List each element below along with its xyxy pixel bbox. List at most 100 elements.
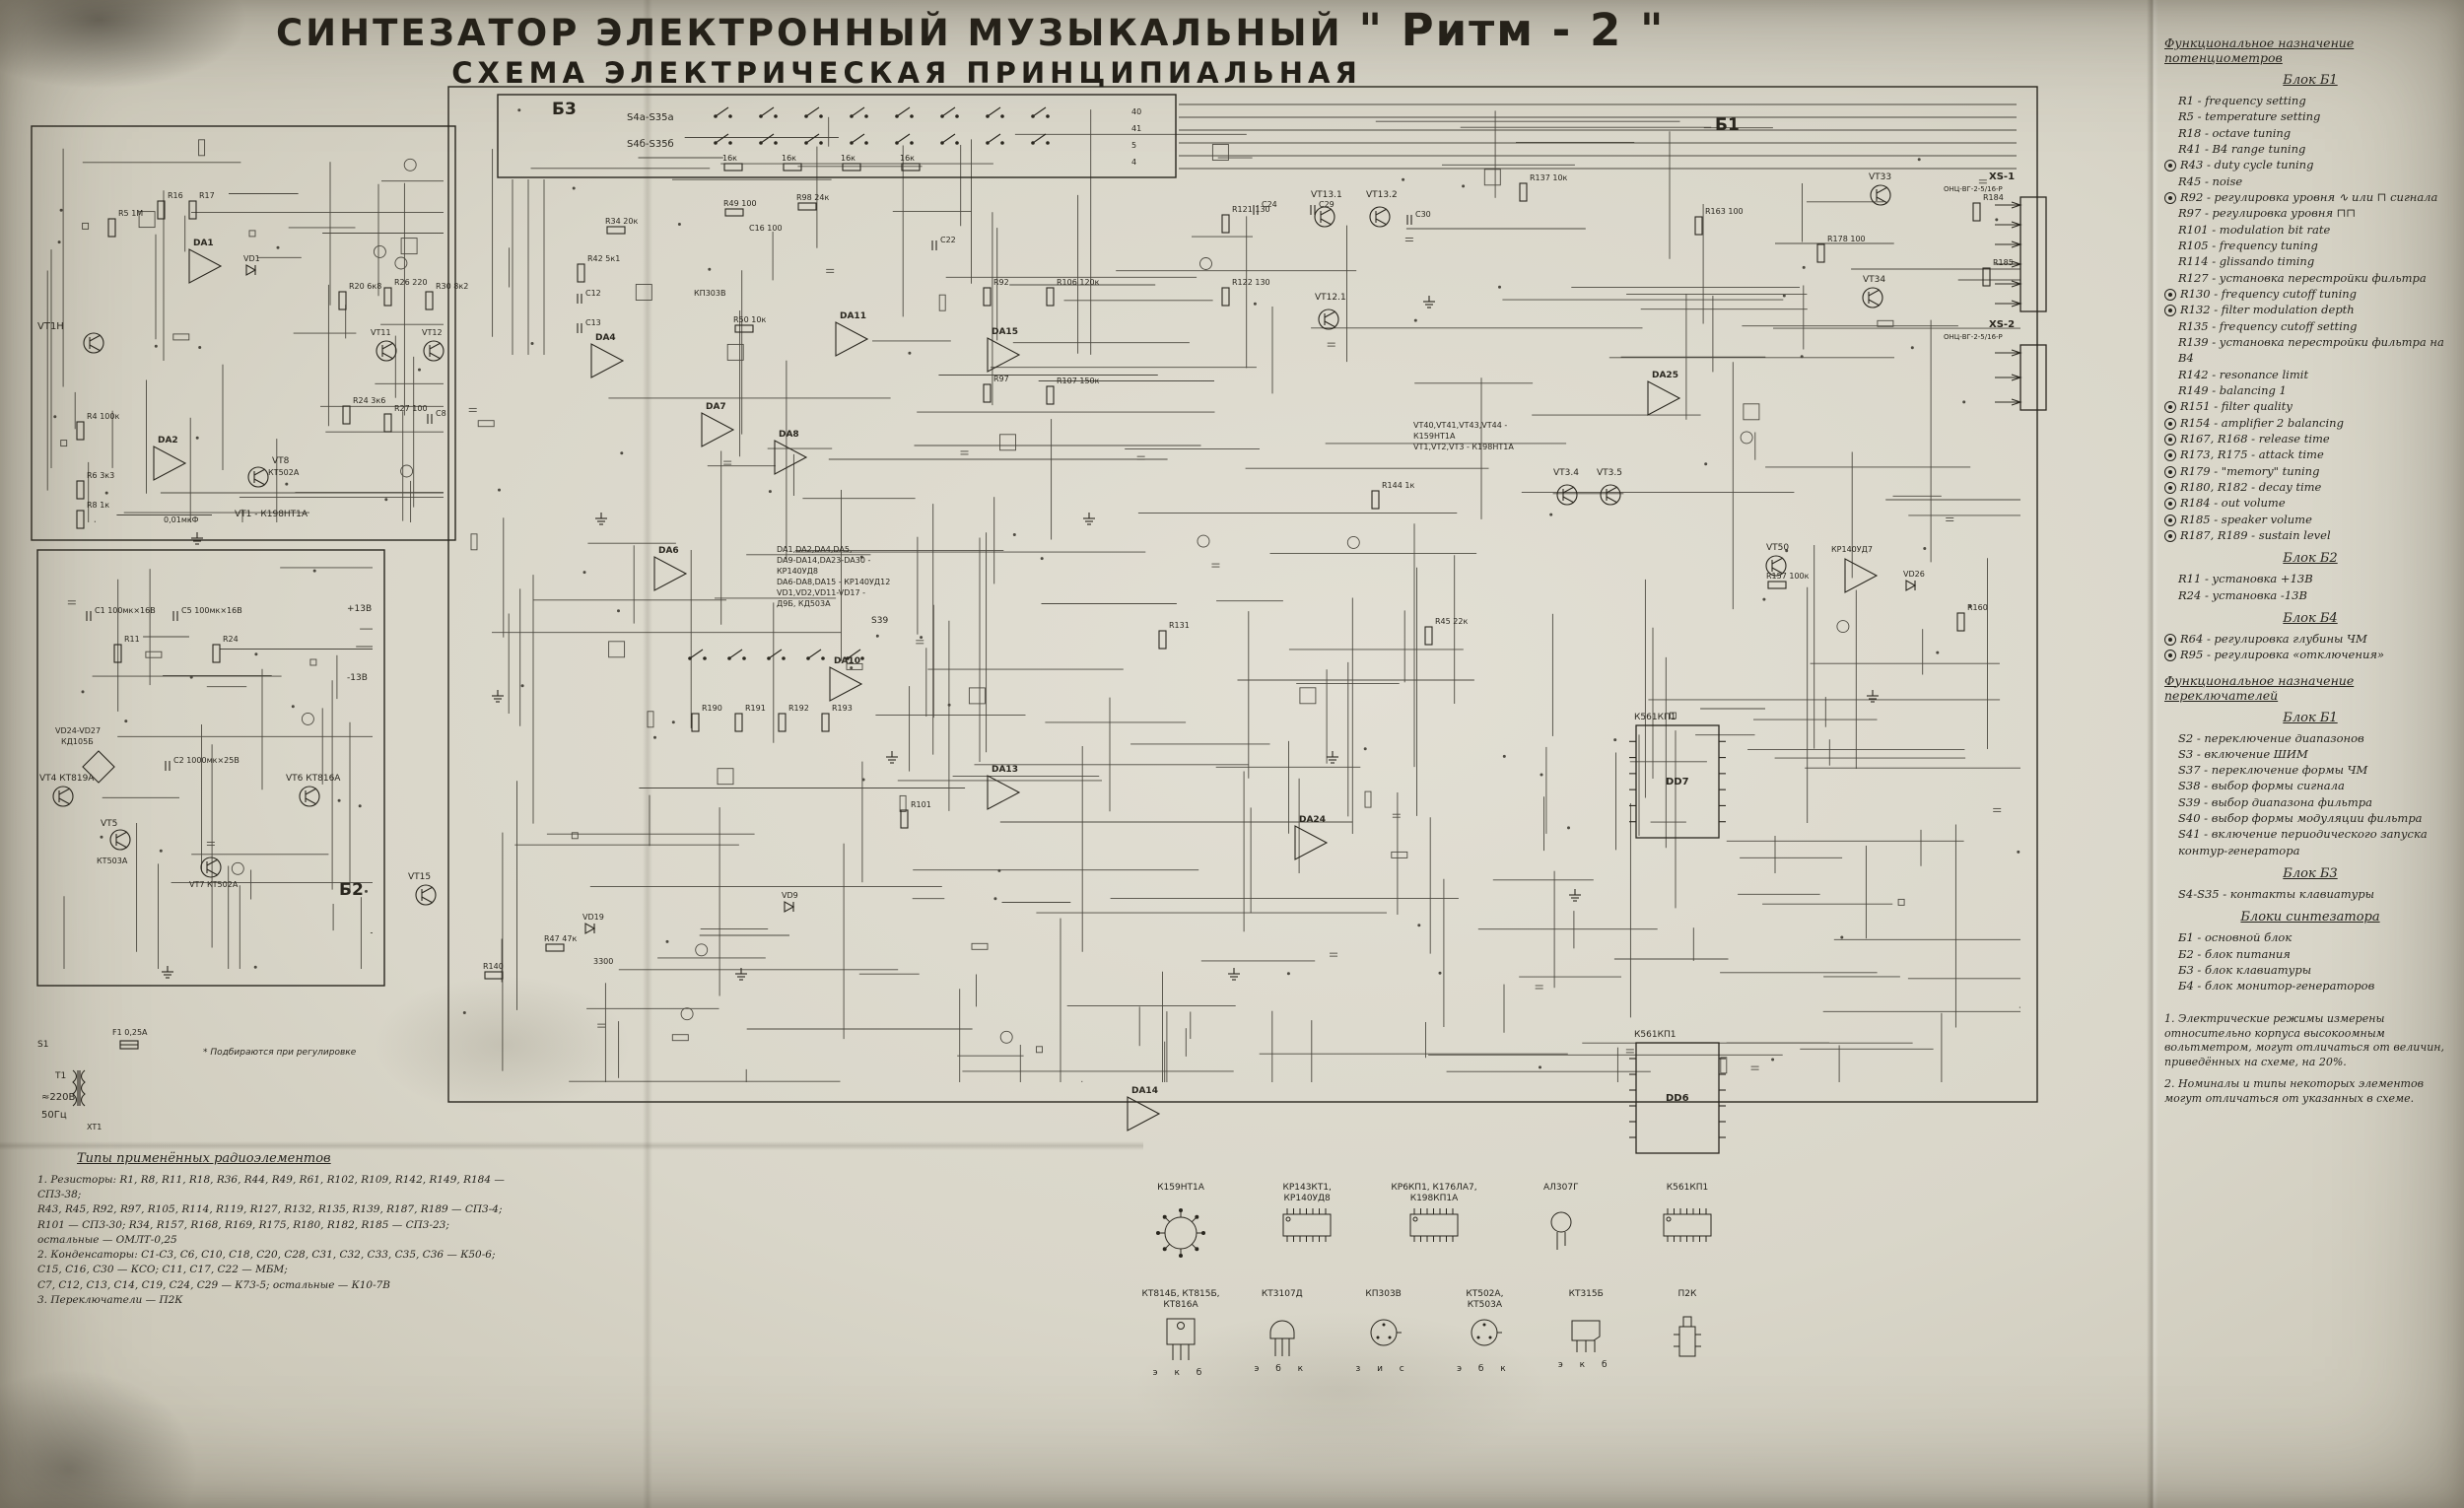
component-pinout: АЛ307Г	[1519, 1183, 1604, 1258]
component-pinout: КТ3107Д э б к	[1240, 1289, 1325, 1374]
pot-entry-text: R45 - noise	[2178, 173, 2243, 188]
pinout-drawings: К159НТ1А КР143КТ1, КР140УД8 КР6КП1, К176…	[1138, 1183, 1730, 1378]
block-b1-subheading: Блок Б1	[2283, 73, 2338, 88]
page-title: СИНТЕЗАТОР ЭЛЕКТРОННЫЙ МУЗЫКАЛЬНЫЙ " Рит…	[276, 4, 1663, 90]
pinout-package-icon	[1564, 1313, 1608, 1360]
adjust-marker-icon	[2164, 574, 2174, 583]
adjust-marker-icon	[2164, 225, 2174, 235]
svg-text:16к: 16к	[900, 154, 915, 163]
adjust-marker-icon	[2164, 321, 2174, 331]
adjust-marker-icon	[2164, 370, 2174, 379]
svg-text:R190: R190	[702, 704, 722, 713]
pinout-part-number: КТ502А, КТ503А	[1466, 1289, 1504, 1310]
footnote-text: 2. Номиналы и типы некоторых элементов м…	[2164, 1077, 2425, 1105]
pot-entry: R135 - frequency cutoff setting	[2164, 318, 2456, 334]
title-model-name: " Ритм - 2 "	[1358, 4, 1666, 56]
adjust-marker-icon	[2164, 256, 2174, 266]
pinout-package-icon	[1541, 1206, 1581, 1258]
svg-text:R98 24к: R98 24к	[796, 193, 829, 202]
svg-text:DA10: DA10	[834, 656, 860, 666]
pot-entry: R92 - регулировка уровня ∿ или ⊓ сигнала	[2164, 189, 2456, 205]
footnotes: 1. Электрические режимы измерены относит…	[2164, 1012, 2456, 1107]
svg-text:R157 100к: R157 100к	[1766, 572, 1810, 581]
component-pinout: КП303В з и с	[1341, 1289, 1426, 1374]
svg-text:VD19: VD19	[582, 913, 604, 922]
legend-line: С7, С12, С13, С14, С19, С24, С29 — К73-5…	[37, 1278, 391, 1291]
svg-text:С12: С12	[585, 289, 601, 298]
pot-entry: R154 - amplifier 2 balancing	[2164, 415, 2456, 431]
adjust-marker-icon	[2164, 176, 2174, 186]
svg-text:* Подбираются при регулировке: * Подбираются при регулировке	[203, 1048, 357, 1058]
legend-line: С15, С16, С30 — КСО; С11, С17, С22 — МБМ…	[37, 1264, 288, 1276]
svg-text:R34 20к: R34 20к	[605, 217, 638, 226]
pinout-row-1: К159НТ1А КР143КТ1, КР140УД8 КР6КП1, К176…	[1138, 1183, 1730, 1264]
svg-text:VT5: VT5	[101, 819, 117, 829]
svg-text:VT40,VT41,VT43,VT44 -: VT40,VT41,VT43,VT44 -	[1413, 421, 1507, 430]
pot-entry-text: R1 - frequency setting	[2178, 94, 2306, 107]
pinout-part-number: КР143КТ1, КР140УД8	[1282, 1183, 1332, 1203]
svg-text:R184: R184	[1983, 193, 2004, 202]
svg-text:VT11: VT11	[371, 328, 391, 337]
svg-text:S39: S39	[871, 616, 888, 626]
adjust-marker-icon	[2164, 981, 2174, 991]
switch-entry-text: S4-S35 - контакты клавиатуры	[2178, 887, 2375, 902]
svg-text:R17: R17	[199, 191, 215, 200]
svg-text:VT12: VT12	[422, 328, 443, 337]
svg-text:VT15: VT15	[408, 872, 431, 882]
blocks-subheading: Блоки синтезатора	[2240, 910, 2380, 925]
pinout-package-icon	[1362, 1313, 1405, 1364]
pot-entry: R45 - noise	[2164, 173, 2456, 189]
pinout-part-number: АЛ307Г	[1543, 1183, 1579, 1193]
svg-text:R47 47к: R47 47к	[544, 934, 577, 943]
pot-entry-text: R97 - регулировка уровня ⊓⊓	[2178, 206, 2356, 221]
svg-text:R26 220: R26 220	[394, 278, 428, 287]
adjust-marker-icon	[2164, 765, 2174, 775]
component-pinout: КТ814Б, КТ815Б, КТ816А э к б	[1138, 1289, 1223, 1378]
svg-text:16к: 16к	[782, 154, 796, 163]
block-entry-text: Б4 - блок монитор-генераторов	[2178, 979, 2375, 994]
pot-entry-text: R167, R168 - release time	[2180, 431, 2330, 446]
svg-text:VT12.1: VT12.1	[1315, 293, 1346, 303]
switch-entry-text: S41 - включение периодического запуска к…	[2178, 827, 2428, 857]
block-b1-sw-subheading: Блок Б1	[2283, 710, 2338, 725]
pot-entry-text: R130 - frequency cutoff tuning	[2180, 286, 2358, 301]
svg-text:R178 100: R178 100	[1827, 235, 1866, 243]
svg-text:VT1,VT2,VT3 - К198НТ1А: VT1,VT2,VT3 - К198НТ1А	[1413, 443, 1514, 451]
adjust-marker-icon	[2164, 514, 2176, 526]
pot-entry: R105 - frequency tuning	[2164, 238, 2456, 253]
pot-entry: R187, R189 - sustain level	[2164, 527, 2456, 543]
pots-b1-list: R1 - frequency setting R5 - temperature …	[2164, 93, 2456, 543]
pot-entry: R173, R175 - attack time	[2164, 446, 2456, 462]
svg-text:КР140УД8: КР140УД8	[777, 567, 818, 576]
svg-text:С29: С29	[1319, 200, 1335, 209]
adjust-marker-icon	[2164, 449, 2176, 462]
svg-text:VT3.5: VT3.5	[1597, 468, 1622, 478]
svg-text:DD7: DD7	[1666, 777, 1689, 788]
svg-text:5: 5	[1131, 141, 1136, 150]
switch-entry: S3 - включение ШИМ	[2164, 746, 2456, 762]
adjust-marker-icon	[2164, 337, 2174, 347]
svg-text:DA25: DA25	[1652, 371, 1678, 380]
svg-text:VT34: VT34	[1863, 275, 1885, 285]
pot-entry-text: R11 - установка +13В	[2178, 572, 2313, 586]
switch-entry-text: S37 - переключение формы ЧМ	[2178, 763, 2368, 778]
pot-entry-text: R154 - amplifier 2 balancing	[2180, 415, 2344, 430]
pot-entry: R18 - octave tuning	[2164, 125, 2456, 141]
svg-text:ОНЦ-ВГ-2-5/16-Р: ОНЦ-ВГ-2-5/16-Р	[1944, 185, 2003, 193]
footnote-text: 1. Электрические режимы измерены относит…	[2164, 1011, 2445, 1069]
pot-entry-text: R18 - octave tuning	[2178, 125, 2292, 140]
svg-text:XS-1: XS-1	[1989, 171, 2015, 182]
switch-entry: S40 - выбор формы модуляции фильтра	[2164, 810, 2456, 826]
svg-text:VT8: VT8	[272, 456, 290, 466]
svg-text:VT13.1: VT13.1	[1311, 190, 1342, 200]
svg-text:Б2: Б2	[339, 880, 364, 900]
svg-text:С5 100мк×16В: С5 100мк×16В	[181, 606, 242, 615]
svg-text:R27 100: R27 100	[394, 404, 428, 413]
svg-text:R16: R16	[168, 191, 183, 200]
switch-entry: S38 - выбор формы сигнала	[2164, 778, 2456, 793]
block-entry: Б1 - основной блок	[2164, 929, 2456, 945]
title-line2: СХЕМА ЭЛЕКТРИЧЕСКАЯ ПРИНЦИПИАЛЬНАЯ	[451, 56, 1362, 90]
svg-text:VT7 КТ502А: VT7 КТ502А	[189, 880, 239, 889]
svg-text:VD26: VD26	[1903, 570, 1925, 579]
svg-text:R122 130: R122 130	[1232, 278, 1270, 287]
